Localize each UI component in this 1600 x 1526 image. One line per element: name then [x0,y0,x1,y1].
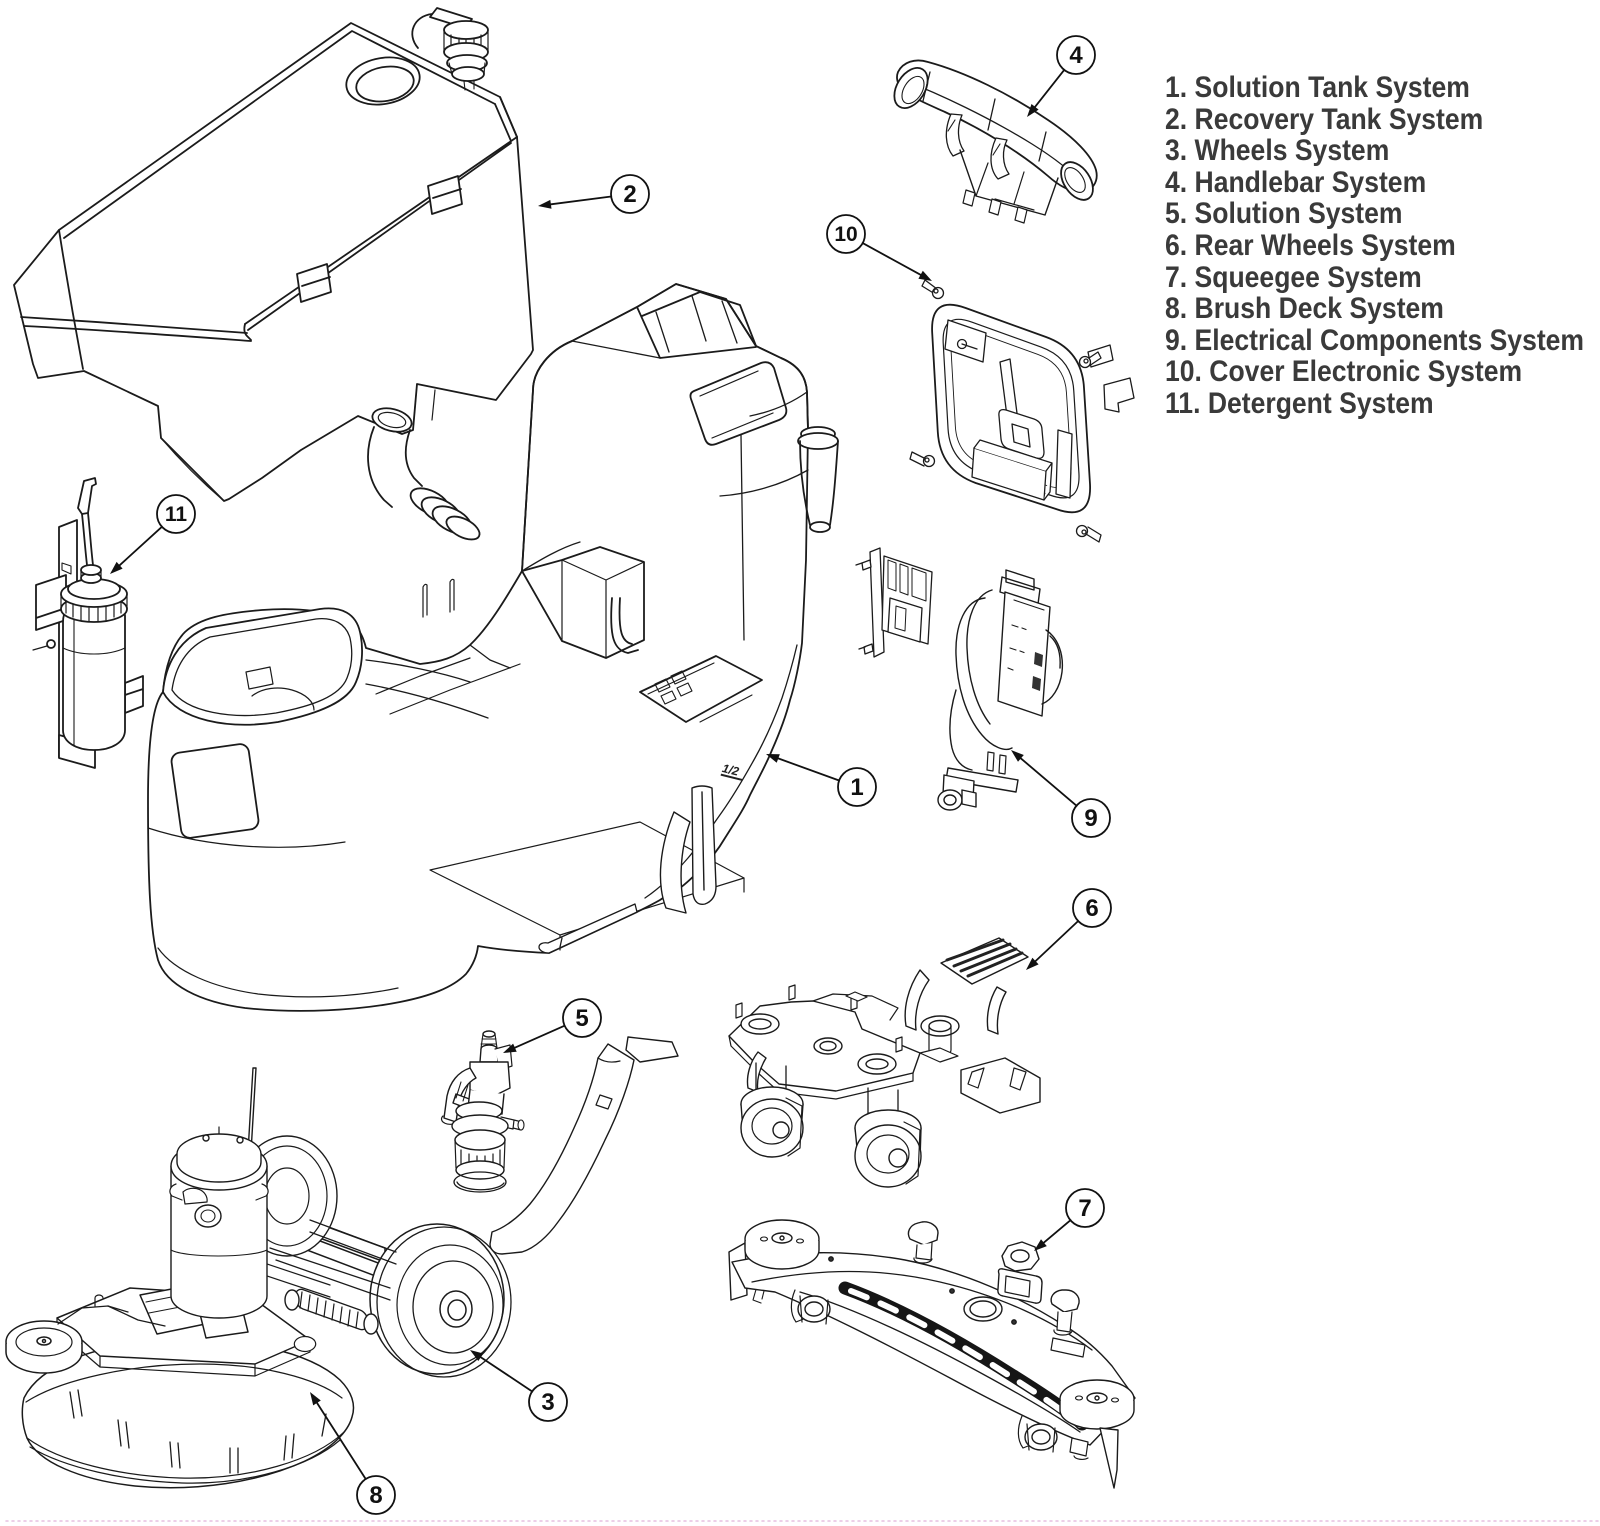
svg-text:3: 3 [541,1389,554,1416]
svg-text:8: 8 [369,1482,382,1509]
svg-text:7: 7 [1078,1195,1091,1222]
svg-text:4: 4 [1069,42,1083,69]
svg-text:5: 5 [575,1005,588,1032]
svg-text:1: 1 [850,774,863,801]
svg-text:2: 2 [623,181,636,208]
svg-text:10: 10 [834,223,857,246]
svg-text:1/2: 1/2 [721,761,741,779]
svg-text:6: 6 [1085,895,1098,922]
svg-text:11: 11 [165,503,188,526]
svg-text:9: 9 [1084,805,1097,832]
